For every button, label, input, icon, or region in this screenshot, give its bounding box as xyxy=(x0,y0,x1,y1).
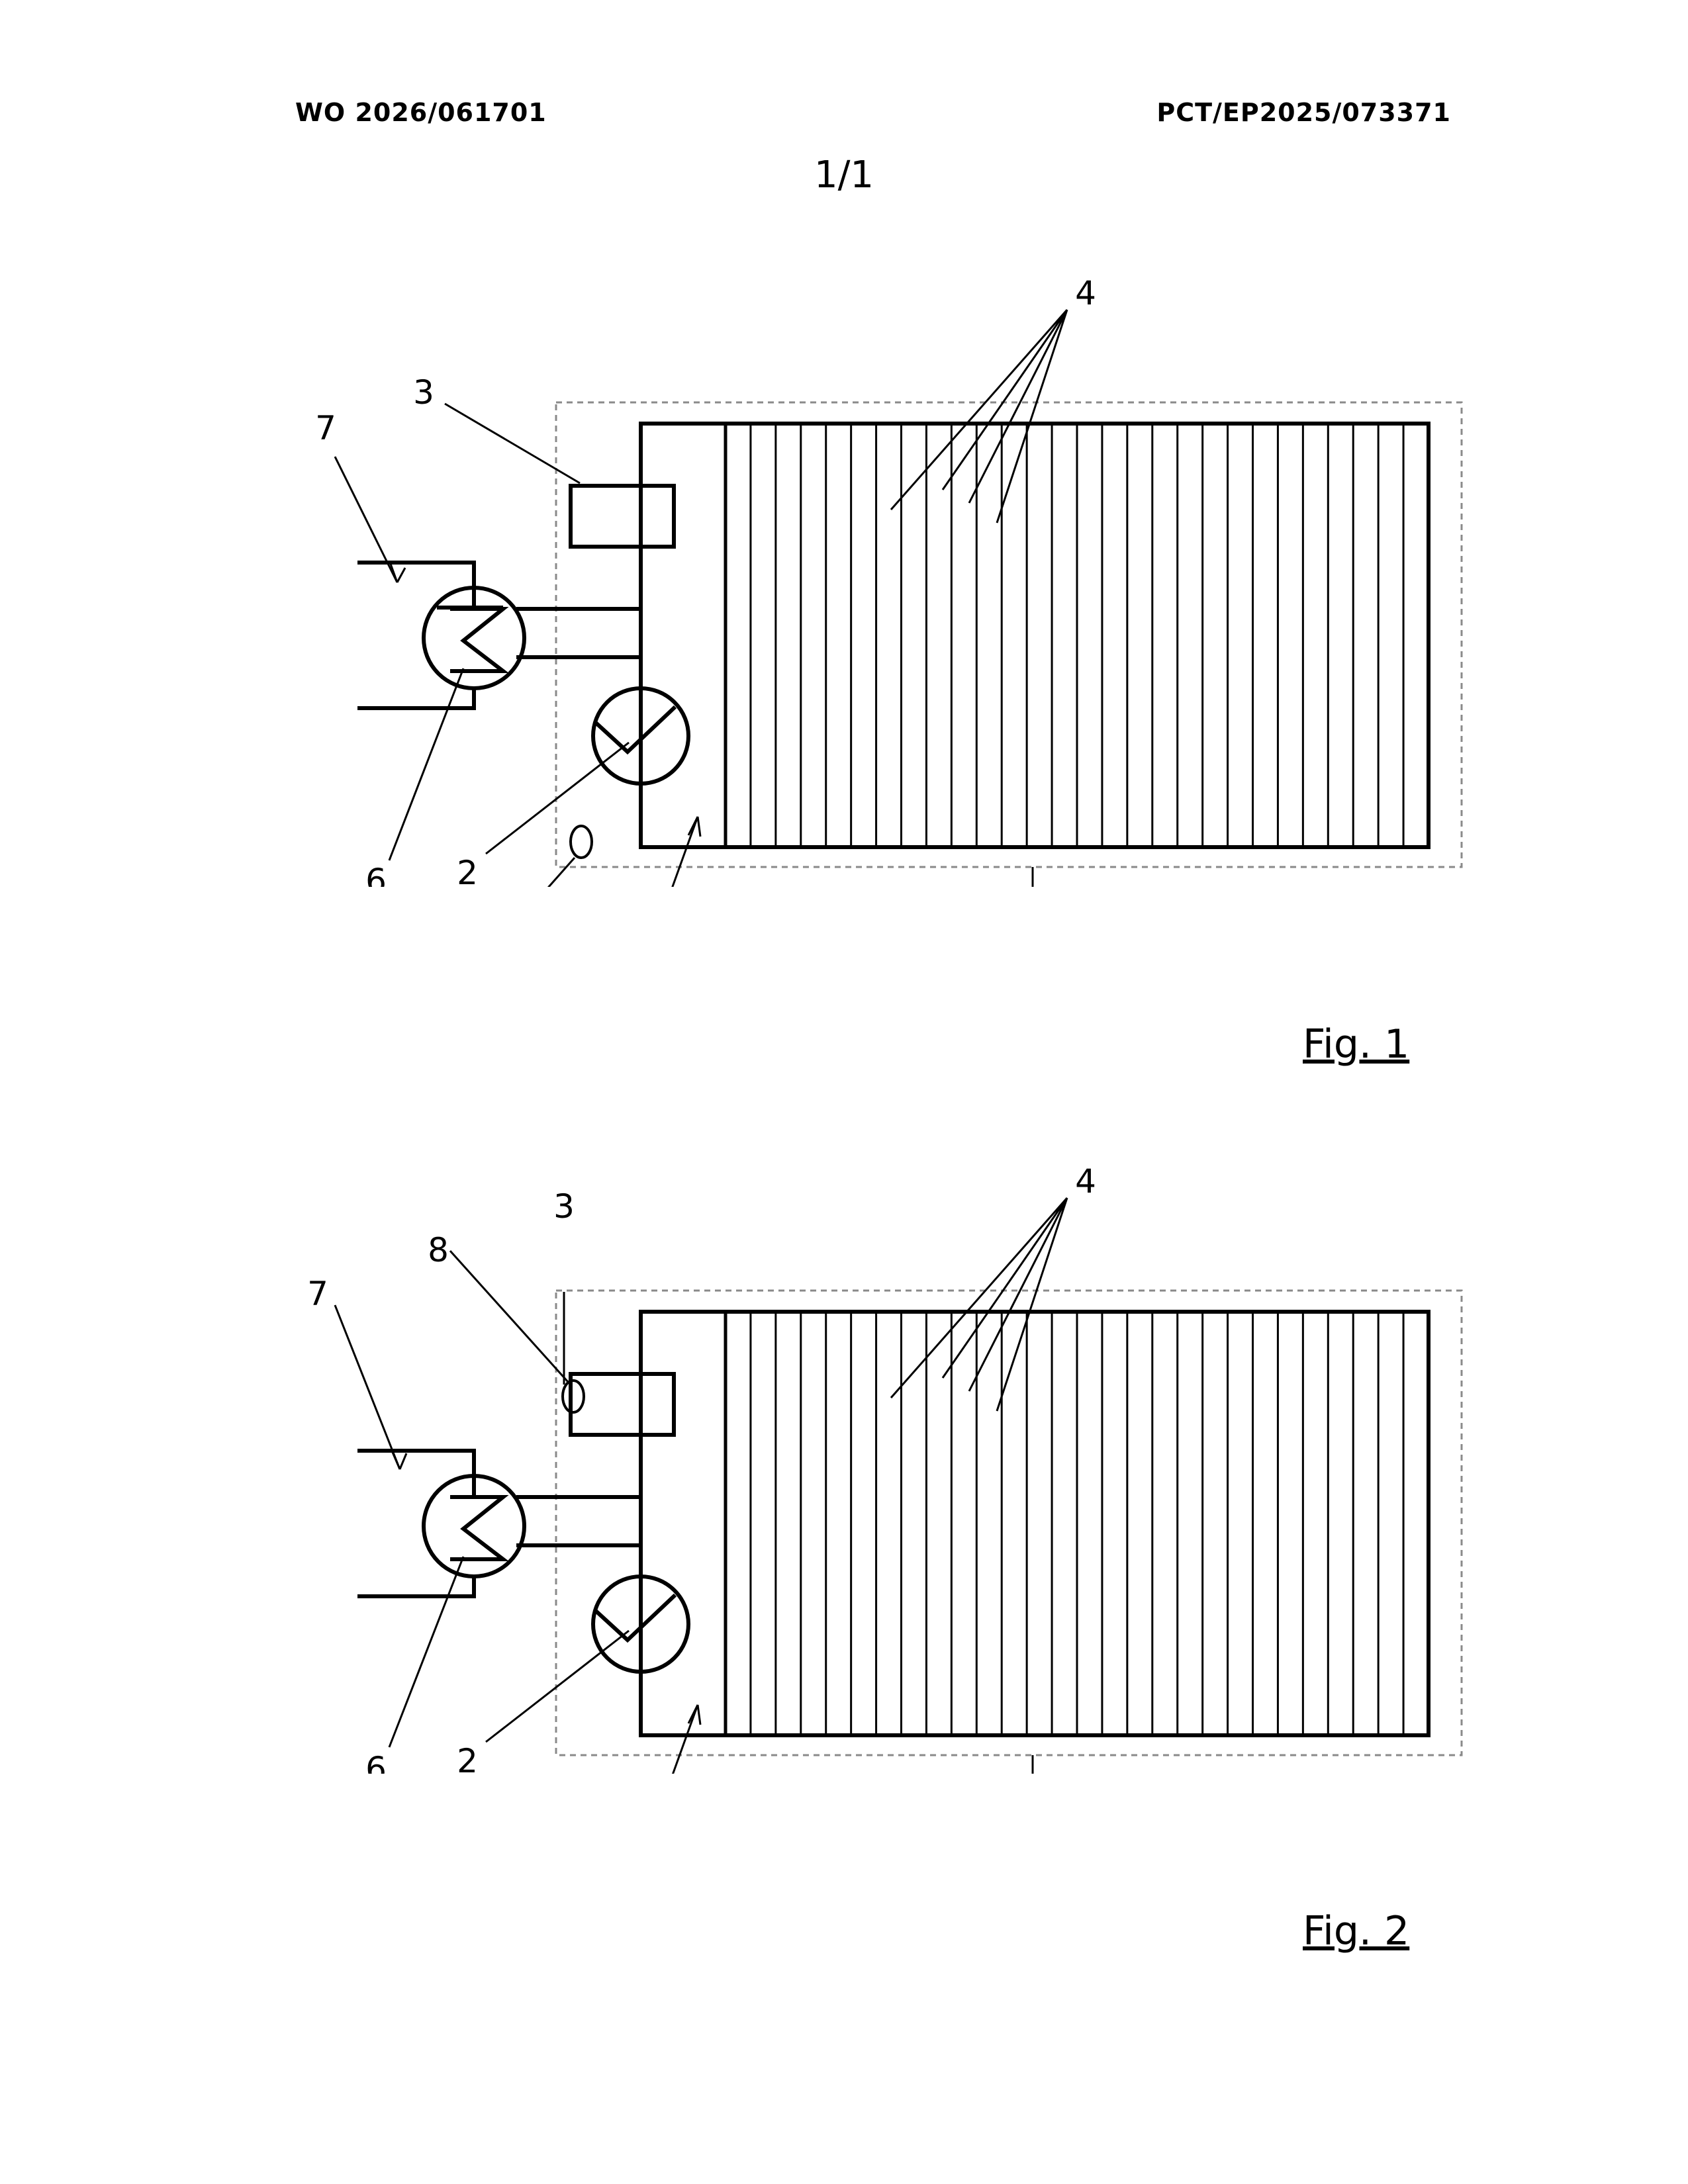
heat-exchanger-zigzag xyxy=(450,609,503,671)
fin-array xyxy=(726,1312,1403,1735)
external-circuit-upper xyxy=(357,563,503,608)
label-7: 7 xyxy=(307,1275,328,1313)
leader-3 xyxy=(445,404,580,483)
component-box-3 xyxy=(571,1374,674,1435)
circuit-loop xyxy=(641,1312,1429,1735)
label-2: 2 xyxy=(457,1742,478,1774)
external-circuit-lower xyxy=(357,688,474,708)
leader-7 xyxy=(335,1305,400,1469)
leader-6 xyxy=(389,668,463,860)
label-8: 8 xyxy=(428,1231,449,1269)
housing-outline xyxy=(556,402,1462,867)
fin-array xyxy=(726,424,1403,847)
figure-2: 3 8 7 4 6 2 1 5 xyxy=(0,887,1688,1774)
label-4: 4 xyxy=(1075,274,1096,312)
label-3: 3 xyxy=(553,1187,575,1226)
label-4: 4 xyxy=(1075,1162,1096,1201)
heat-exchanger-zigzag xyxy=(450,1497,503,1559)
leader-4 xyxy=(891,310,1067,523)
figure-2-caption-area: Fig. 2 xyxy=(0,1899,1688,1979)
leader-2 xyxy=(486,743,629,854)
label-2: 2 xyxy=(457,854,478,887)
circuit-loop xyxy=(641,424,1429,847)
leader-2 xyxy=(486,1631,629,1742)
figure-1: 3 7 4 6 2 8 1 5 xyxy=(0,0,1688,887)
label-6: 6 xyxy=(365,862,387,887)
label-3: 3 xyxy=(413,373,434,412)
label-6: 6 xyxy=(365,1750,387,1774)
component-box-3 xyxy=(571,486,674,547)
sensor-8 xyxy=(571,826,592,858)
pump-check-symbol xyxy=(596,707,675,752)
leader-6 xyxy=(389,1557,463,1747)
housing-outline xyxy=(556,1291,1462,1755)
sensor-8 xyxy=(563,1381,584,1412)
pipe-lower xyxy=(516,657,641,694)
arrowhead-7 xyxy=(392,1451,406,1469)
pump-check-symbol xyxy=(596,1595,675,1640)
leader-8 xyxy=(502,858,575,887)
external-circuit-upper xyxy=(357,1451,474,1496)
leader-4 xyxy=(891,1198,1067,1411)
pipe-upper xyxy=(516,1435,641,1497)
leader-1 xyxy=(655,1705,698,1774)
external-circuit-lower xyxy=(357,1576,474,1596)
figure-2-caption: Fig. 2 xyxy=(1303,1908,1409,1954)
pipe-upper xyxy=(516,547,641,609)
pipe-lower xyxy=(516,1545,641,1582)
label-7: 7 xyxy=(315,409,336,447)
leader-8 xyxy=(450,1251,568,1382)
